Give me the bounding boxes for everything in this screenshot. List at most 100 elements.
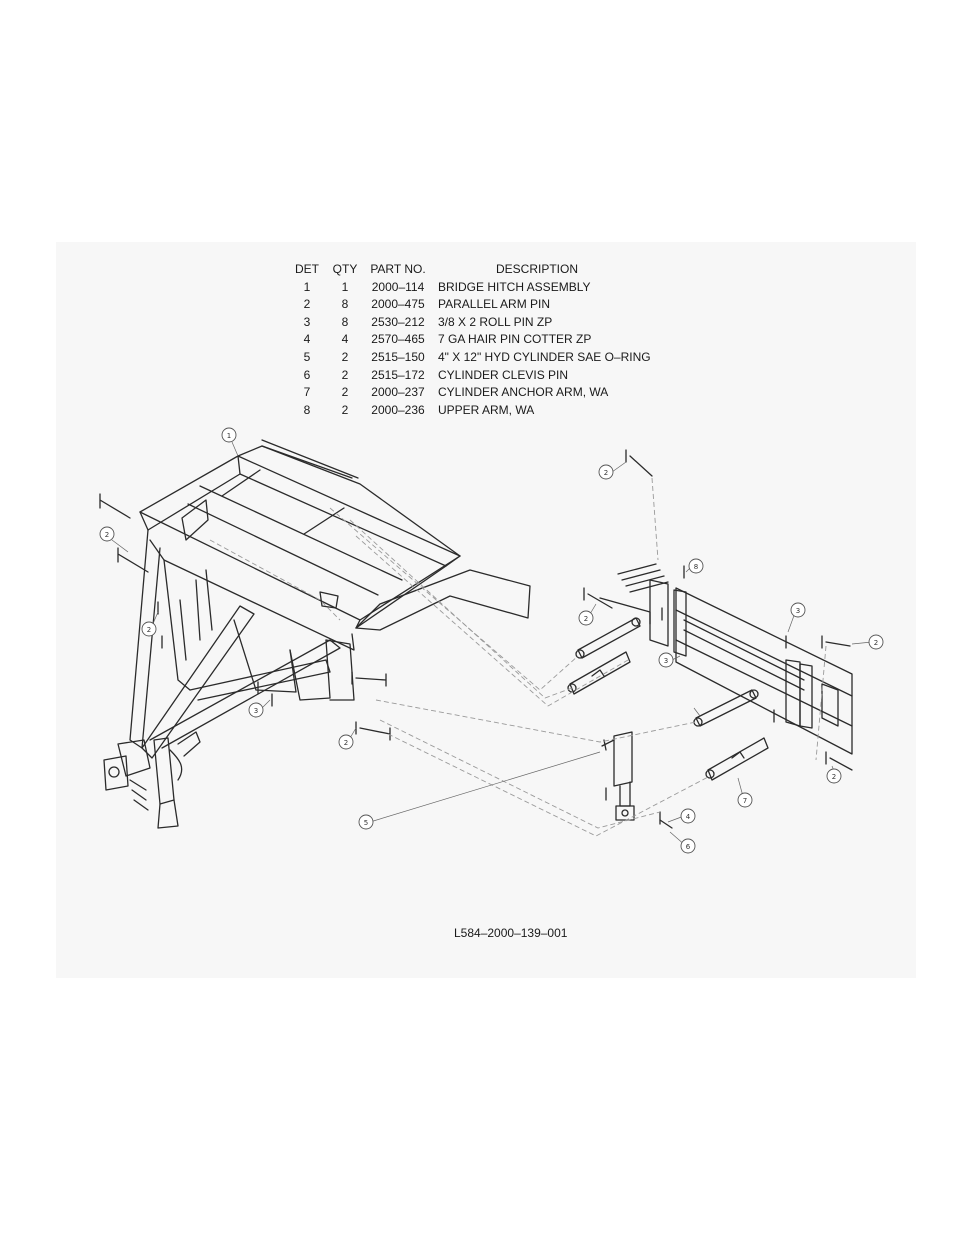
row-det: 2: [303, 297, 311, 312]
callout-balloon: 2: [99, 526, 115, 542]
svg-text:1: 1: [227, 432, 231, 440]
row-description: CYLINDER ANCHOR ARM, WA: [438, 385, 609, 400]
svg-text:2: 2: [832, 773, 836, 781]
row-qty: 1: [341, 279, 349, 294]
hitch-tongue: [129, 529, 355, 759]
row-qty: 8: [341, 314, 349, 329]
parts-table: DET QTY PART NO. DESCRIPTION 1 1 2000–11…: [290, 262, 690, 420]
row-qty: 2: [341, 349, 349, 364]
row-det: 6: [303, 367, 311, 382]
row-part-no: 2000–236: [371, 402, 425, 417]
table-row: 2 8 2000–475 PARALLEL ARM PIN: [290, 297, 690, 315]
callout-balloon: 2: [826, 768, 842, 784]
bridge-hitch-frame: [139, 439, 531, 651]
callout-balloon: 2: [868, 634, 884, 650]
table-row: 3 8 2530–212 3/8 X 2 ROLL PIN ZP: [290, 315, 690, 333]
row-det: 4: [303, 332, 311, 347]
phantom-line: [349, 519, 573, 699]
row-part-no: 2000–237: [371, 385, 425, 400]
row-description: 4" X 12" HYD CYLINDER SAE O–RING: [438, 349, 651, 364]
svg-text:2: 2: [604, 469, 608, 477]
callout-balloon: 3: [790, 602, 806, 618]
row-det: 1: [303, 279, 311, 294]
svg-text:3: 3: [664, 657, 668, 665]
table-row: 5 2 2515–150 4" X 12" HYD CYLINDER SAE O…: [290, 350, 690, 368]
row-description: UPPER ARM, WA: [438, 402, 535, 417]
row-part-no: 2515–150: [371, 349, 425, 364]
parallel-arm-pins-left: [99, 493, 391, 741]
row-description: 3/8 X 2 ROLL PIN ZP: [438, 314, 553, 329]
upper-arms: [575, 617, 759, 727]
svg-text:8: 8: [694, 563, 698, 571]
callout-balloon: 4: [680, 808, 696, 824]
row-qty: 2: [341, 385, 349, 400]
hydraulic-cylinder: [601, 731, 635, 821]
phantom-line: [379, 719, 661, 829]
header-qty: QTY: [332, 262, 358, 276]
callout-balloon: 2: [578, 610, 594, 626]
svg-text:2: 2: [584, 615, 588, 623]
row-det: 8: [303, 402, 311, 417]
row-qty: 2: [341, 402, 349, 417]
row-description: 7 GA HAIR PIN COTTER ZP: [438, 332, 592, 347]
row-det: 7: [303, 385, 311, 400]
header-det: DET: [295, 262, 319, 276]
clevis-pins: [605, 787, 673, 829]
callout-balloon: 3: [248, 702, 264, 718]
phantom-line: [815, 645, 827, 761]
svg-text:3: 3: [796, 607, 800, 615]
toolbar-frame: [599, 563, 853, 755]
table-row: 1 1 2000–114 BRIDGE HITCH ASSEMBLY: [290, 280, 690, 298]
row-det: 5: [303, 349, 311, 364]
row-description: CYLINDER CLEVIS PIN: [438, 367, 569, 382]
table-row: 4 4 2570–465 7 GA HAIR PIN COTTER ZP: [290, 332, 690, 350]
svg-text:2: 2: [147, 626, 151, 634]
svg-text:3: 3: [254, 707, 258, 715]
callout-balloon: 7: [737, 792, 753, 808]
phantom-line: [329, 507, 579, 691]
svg-text:6: 6: [686, 843, 691, 851]
hitch-jack: [103, 731, 201, 829]
row-part-no: 2530–212: [371, 314, 425, 329]
callout-balloon: 8: [688, 558, 704, 574]
drawing-number: L584–2000–139–001: [454, 926, 568, 940]
svg-text:2: 2: [344, 739, 348, 747]
callout-balloon: 6: [680, 838, 696, 854]
phantom-line: [651, 477, 659, 561]
cylinder-anchor-arms: [567, 651, 769, 781]
phantom-line: [209, 539, 341, 621]
table-row: 6 2 2515–172 CYLINDER CLEVIS PIN: [290, 368, 690, 386]
header-part-no: PART NO.: [370, 262, 426, 276]
drawing-sheet: [56, 242, 916, 978]
row-description: BRIDGE HITCH ASSEMBLY: [438, 279, 591, 294]
callout-balloon: 2: [141, 621, 157, 637]
callout-balloon: 2: [598, 464, 614, 480]
parts-table-header: DET QTY PART NO. DESCRIPTION: [290, 262, 690, 280]
row-qty: 2: [341, 367, 349, 382]
row-description: PARALLEL ARM PIN: [438, 297, 551, 312]
callout-balloon: 1: [221, 427, 237, 443]
parallel-arm-pins-right: [583, 449, 853, 771]
row-part-no: 2000–475: [371, 297, 425, 312]
svg-text:4: 4: [686, 813, 691, 821]
svg-text:2: 2: [874, 639, 878, 647]
row-qty: 8: [341, 297, 349, 312]
callout-balloon: 2: [338, 734, 354, 750]
svg-text:5: 5: [364, 819, 368, 827]
svg-text:2: 2: [105, 531, 109, 539]
table-row: 7 2 2000–237 CYLINDER ANCHOR ARM, WA: [290, 385, 690, 403]
row-part-no: 2570–465: [371, 332, 425, 347]
row-part-no: 2000–114: [371, 279, 425, 294]
header-description: DESCRIPTION: [496, 262, 579, 276]
row-part-no: 2515–172: [371, 367, 425, 382]
roll-pins-right: [661, 565, 787, 723]
callout-balloon: 3: [658, 652, 674, 668]
table-row: 8 2 2000–236 UPPER ARM, WA: [290, 403, 690, 421]
row-qty: 4: [341, 332, 349, 347]
callout-balloon: 5: [358, 814, 374, 830]
phantom-line: [355, 535, 629, 707]
phantom-line: [375, 699, 697, 743]
svg-text:7: 7: [743, 797, 747, 805]
row-det: 3: [303, 314, 311, 329]
